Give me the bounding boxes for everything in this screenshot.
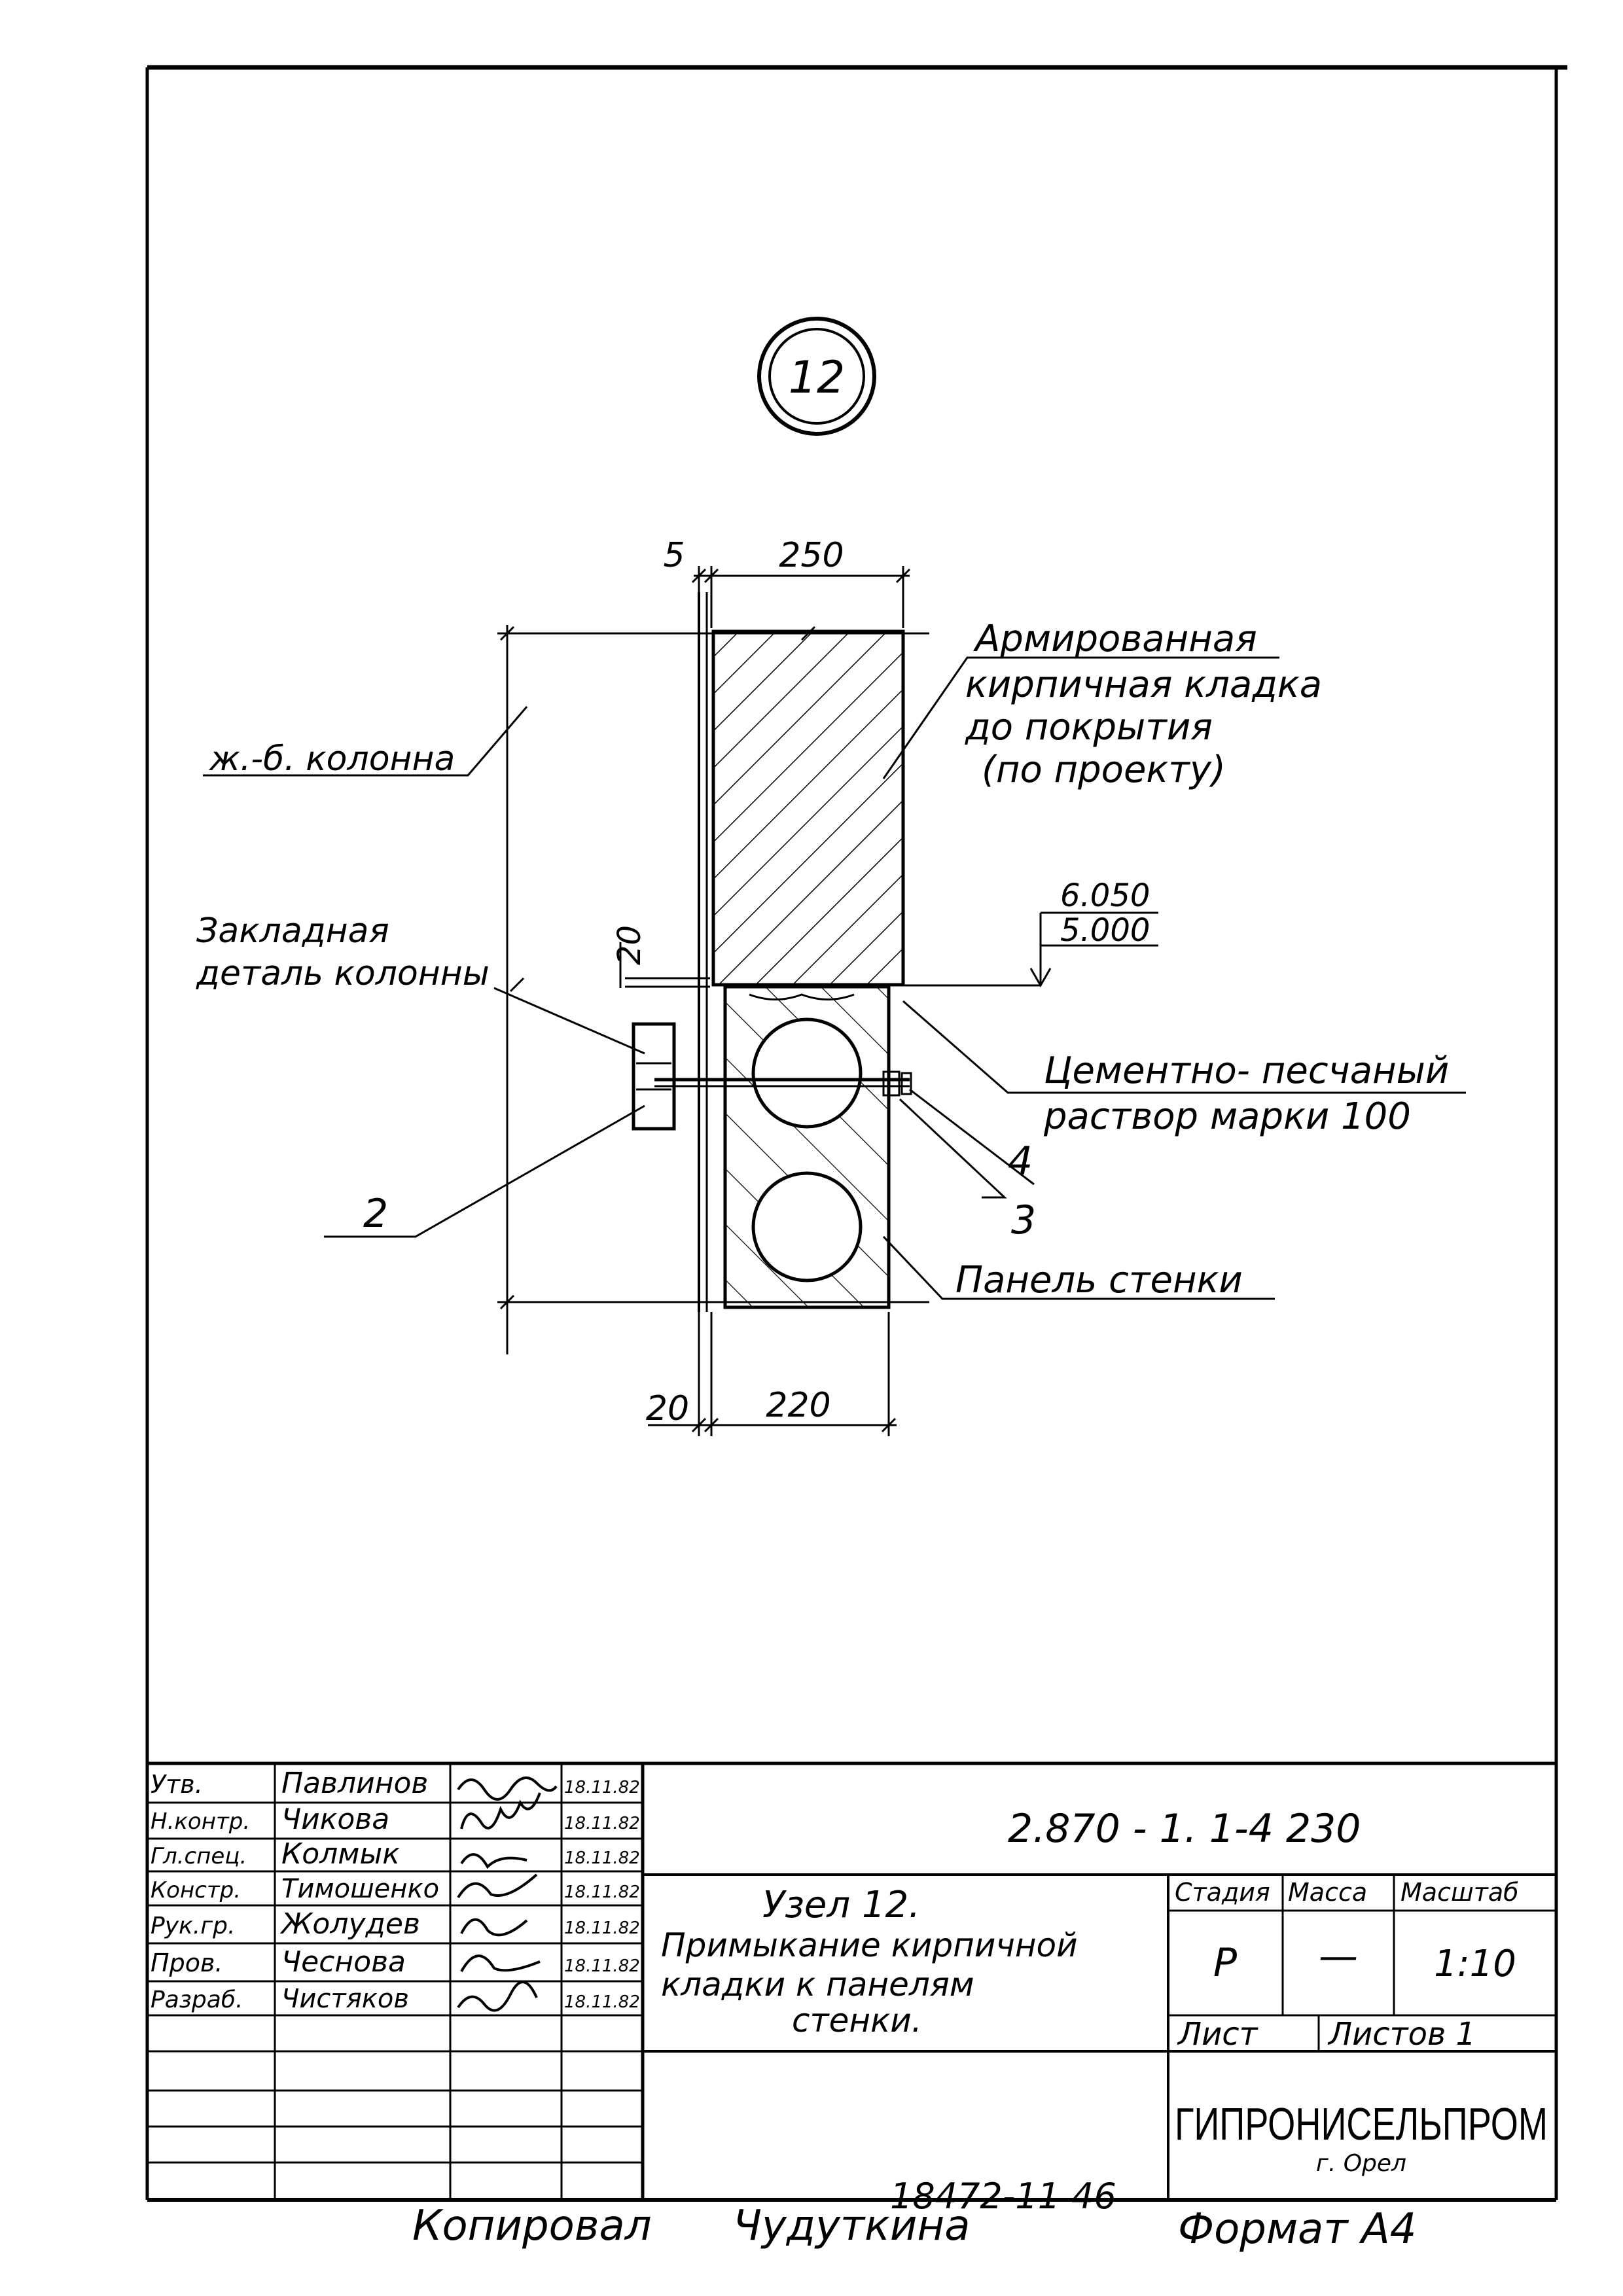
tb-scale-header: Масштаб (1400, 1878, 1519, 1907)
tb-role-2: Гл.спец. (151, 1843, 247, 1869)
tb-title-3: кладки к панелям (661, 1966, 974, 2004)
tb-role-6: Разраб. (151, 1987, 243, 2013)
tb-date-4: 18.11.82 (564, 1918, 640, 1938)
callout-pos-4: 4 (1008, 1139, 1033, 1184)
level-bottom: 5.000 (1060, 912, 1150, 949)
dim-bottom-gap: 20 (646, 1389, 689, 1428)
signatures (457, 1776, 558, 2012)
dim-top-width: 250 (779, 536, 844, 575)
tb-name-1: Чикова (281, 1803, 389, 1836)
dim-bottom-width: 220 (766, 1386, 830, 1425)
node-marker: 12 (757, 317, 876, 436)
sheet-frame (145, 65, 1567, 2202)
callout-pos-3: 3 (1011, 1197, 1036, 1243)
dim-anchor-gap: 20 (611, 925, 648, 965)
tb-name-6: Чистяков (281, 1984, 409, 2014)
callout-mortar-2: раствор марки 100 (1043, 1095, 1411, 1138)
tb-sheets-label: Листов 1 (1327, 2016, 1476, 2053)
tb-date-1: 18.11.82 (564, 1814, 640, 1833)
callout-masonry-2: кирпичная кладка (965, 663, 1322, 706)
callout-embedded-2: деталь колонны (196, 954, 490, 993)
title-block (147, 1761, 1556, 2200)
tb-title-2: Примыкание кирпичной (661, 1926, 1078, 1964)
callout-masonry-4: (по проекту) (982, 749, 1226, 791)
level-mark (903, 911, 1158, 988)
tb-role-3: Констр. (151, 1877, 241, 1903)
tb-name-5: Чеснова (281, 1945, 406, 1979)
tb-organization: ГИПРОНИСЕЛЬПРОМ (1175, 2098, 1548, 2149)
footer-copied-label: Копировал (412, 2202, 652, 2250)
footer: Копировал Чудуткина 18472-11 46 Формат А… (0, 2176, 1623, 2274)
tb-mass-header: Масса (1288, 1878, 1367, 1907)
tb-city: г. Орел (1316, 2150, 1406, 2177)
tb-stage-value: Р (1213, 1940, 1238, 1986)
node-marker-number: 12 (789, 352, 846, 404)
top-dimension (691, 566, 911, 628)
callout-pos-2: 2 (363, 1191, 388, 1237)
tb-date-0: 18.11.82 (564, 1778, 640, 1797)
tb-date-2: 18.11.82 (564, 1848, 640, 1868)
wall-panel (723, 985, 891, 1309)
anchor-gap-dimension (619, 942, 710, 988)
level-top: 6.050 (1060, 877, 1150, 914)
tb-name-4: Жолудев (279, 1907, 420, 1941)
footer-archive-no: 18472-11 46 (890, 2176, 1116, 2217)
tb-title-1: Узел 12. (762, 1884, 920, 1926)
tb-stage-header: Стадия (1175, 1878, 1270, 1907)
tb-role-1: Н.контр. (151, 1809, 250, 1835)
tb-designation: 2.870 - 1. 1-4 230 (1008, 1806, 1361, 1852)
footer-format: Формат А4 (1178, 2205, 1417, 2253)
column (698, 592, 708, 1312)
tb-name-0: Павлинов (281, 1767, 428, 1800)
tb-role-5: Пров. (151, 1949, 223, 1977)
callout-masonry-3: до покрытия (965, 706, 1213, 749)
tb-date-5: 18.11.82 (564, 1956, 640, 1976)
column-height-dimension (497, 625, 929, 1354)
masonry-block (711, 629, 905, 987)
tb-role-4: Рук.гр. (151, 1913, 235, 1939)
tb-name-3: Тимошенко (281, 1874, 439, 1904)
tb-name-2: Колмык (281, 1837, 400, 1871)
footer-copied-by: Чудуткина (733, 2202, 971, 2250)
anchor-assembly (632, 1022, 912, 1131)
bottom-dimension (648, 1312, 897, 1436)
tb-scale-value: 1:10 (1434, 1943, 1516, 1985)
tb-date-3: 18.11.82 (564, 1882, 640, 1902)
callout-mortar-1: Цементно- песчаный (1044, 1050, 1449, 1092)
tb-mass-value: — (1319, 1934, 1358, 1979)
tb-title-4: стенки. (792, 2002, 922, 2040)
tb-role-0: Утв. (151, 1770, 203, 1799)
title-block-rows: Утв. Павлинов 18.11.82 Н.контр. Чикова 1… (151, 1767, 640, 2014)
tb-date-6: 18.11.82 (564, 1992, 640, 2012)
callout-column: ж.-б. колонна (209, 739, 455, 779)
dim-top-gap: 5 (663, 536, 685, 575)
callout-masonry-1: Армированная (973, 618, 1257, 660)
tb-sheet-label: Лист (1177, 2016, 1259, 2053)
callout-embedded-1: Закладная (196, 911, 389, 951)
leader-lines (203, 656, 1466, 1300)
callout-panel: Панель стенки (955, 1259, 1243, 1301)
